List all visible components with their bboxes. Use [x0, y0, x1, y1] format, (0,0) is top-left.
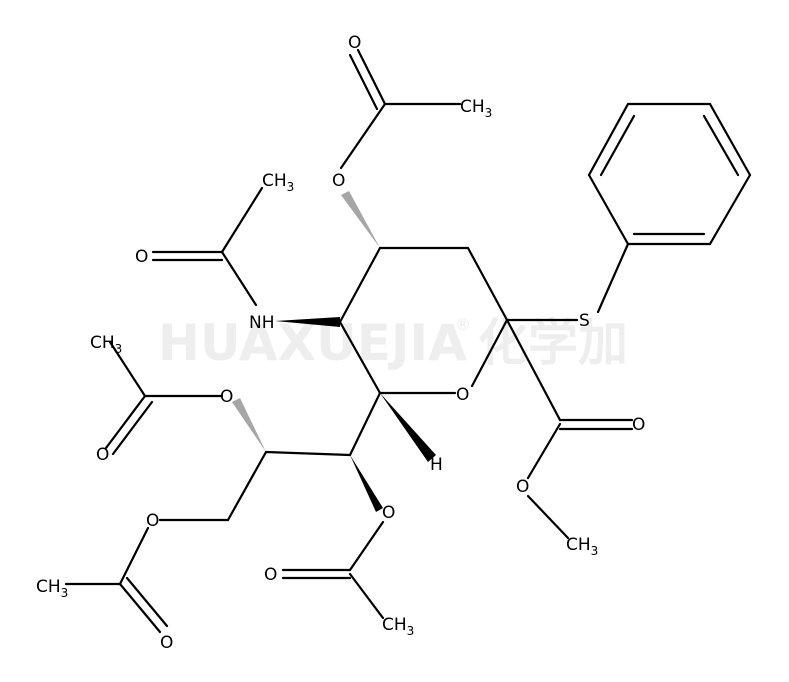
atom-ch3-bottom-mid: CH3	[382, 615, 414, 638]
atom-h: H	[430, 455, 443, 475]
atom-o-methyl-ester: O	[516, 477, 529, 497]
wedge-bonds	[275, 317, 436, 512]
atom-s: S	[579, 311, 590, 331]
atom-o-amide: O	[135, 247, 148, 267]
atom-o-carbonyl-right: O	[632, 415, 645, 435]
atom-o-carbonyl-bottom-left: O	[160, 633, 173, 653]
atom-o-ester-left: O	[220, 387, 233, 407]
atom-o-ring: O	[456, 385, 469, 405]
watermark-cn: 化学加	[478, 314, 628, 372]
atom-ch3-amide: CH3	[262, 171, 294, 194]
atom-o-carbonyl-left: O	[96, 445, 109, 465]
atom-o-ester-lower-left: O	[146, 511, 159, 531]
atom-ch3-bottom-left: CH3	[36, 577, 68, 600]
atom-labels: O CH3 O CH3 O NH S O CH3 O O H O O CH3 O…	[36, 33, 645, 653]
hashed-wedge-bonds	[232, 191, 380, 452]
atom-nh: NH	[249, 313, 275, 333]
atom-ch3-methyl-ester: CH3	[566, 535, 598, 558]
atom-o-carbonyl-mid: O	[264, 565, 277, 585]
atom-ch3-top-right: CH3	[460, 97, 492, 120]
atom-o-carbonyl-top: O	[348, 33, 361, 53]
bonds	[64, 48, 752, 634]
atom-o-ester-mid: O	[382, 503, 395, 523]
atom-o-ester-top: O	[332, 171, 345, 191]
atom-ch3-left: CH3	[90, 333, 122, 356]
watermark-registered: ®	[455, 315, 471, 334]
